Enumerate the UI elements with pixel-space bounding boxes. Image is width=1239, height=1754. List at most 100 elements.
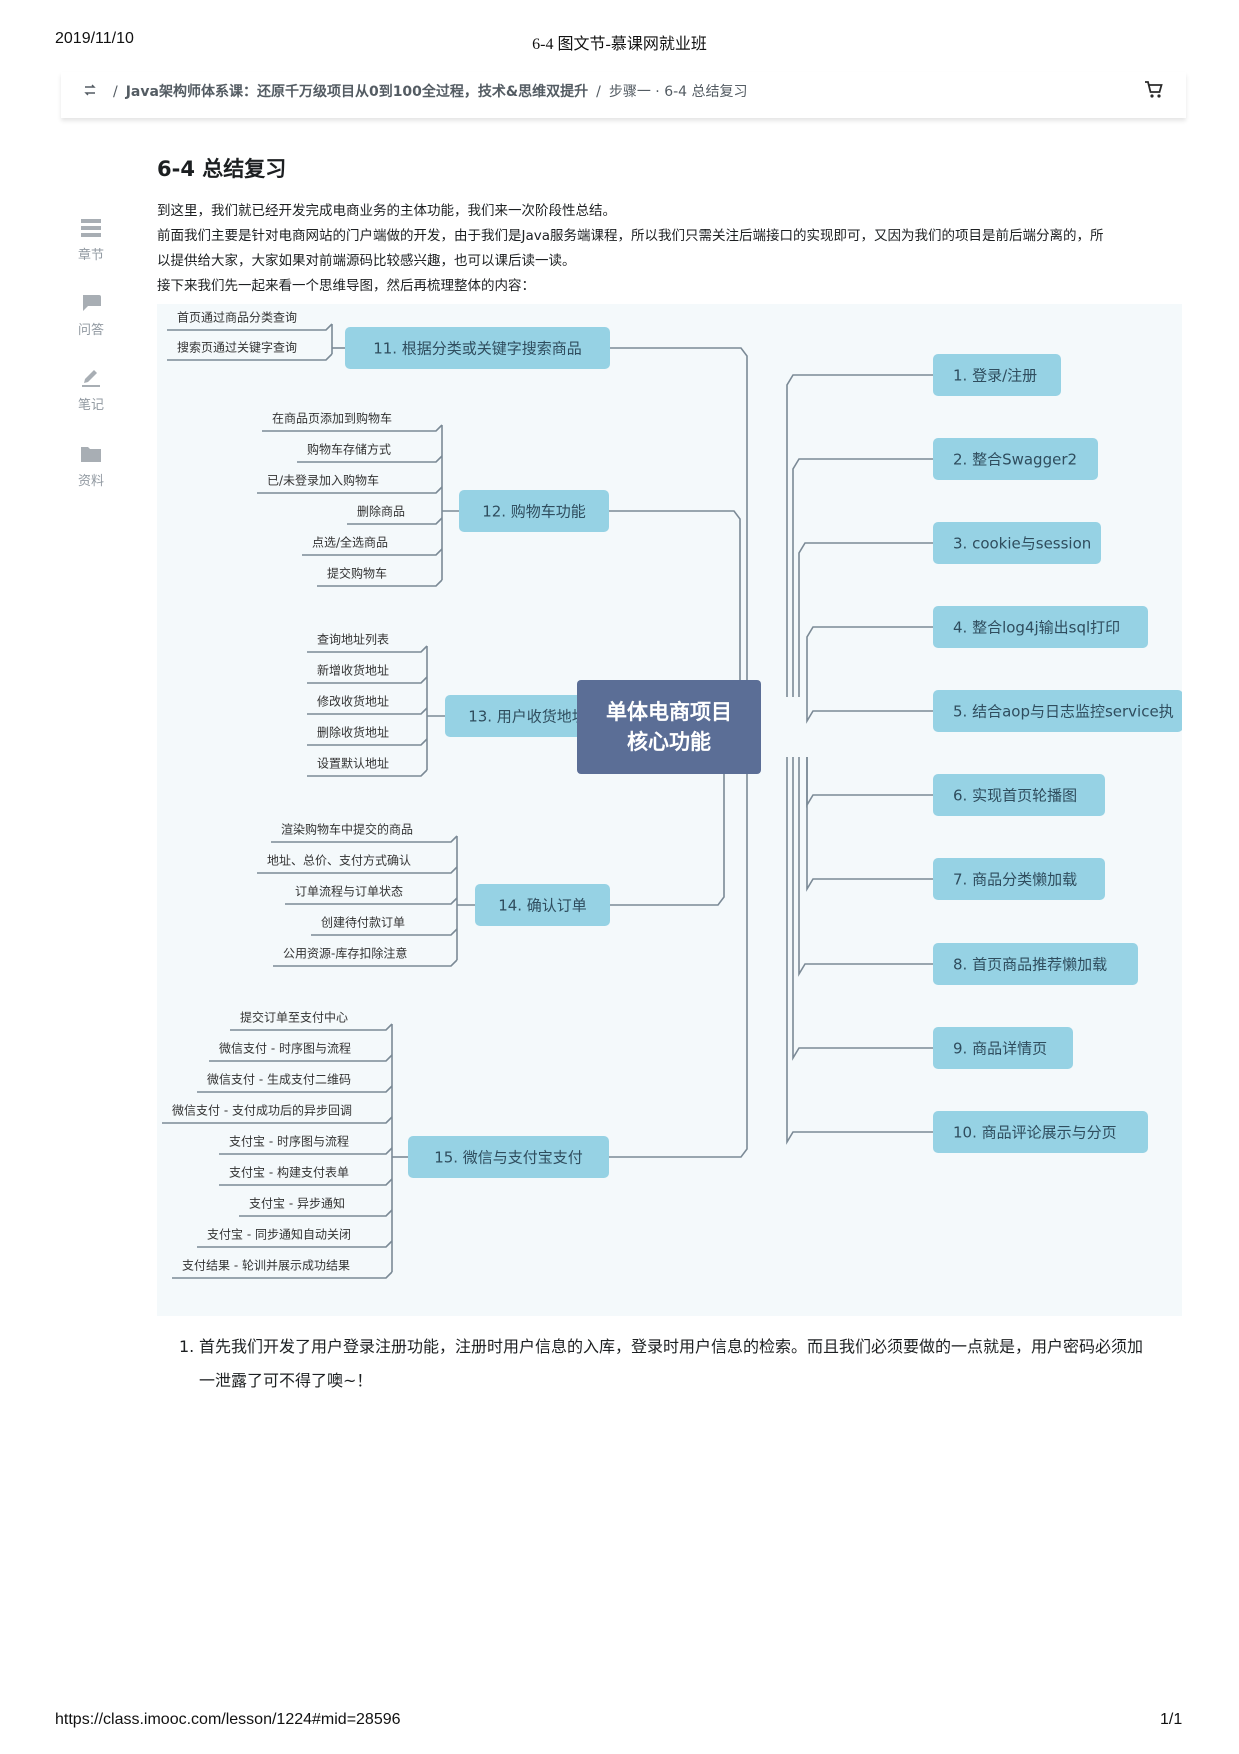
mindmap-node-label: 14. 确认订单 (498, 897, 587, 915)
connector-line (219, 1178, 393, 1186)
mindmap-leaf-label: 渲染购物车中提交的商品 (281, 822, 413, 837)
mindmap-leaf-label: 提交订单至支付中心 (240, 1010, 348, 1025)
connector-line (302, 548, 443, 556)
breadcrumb-separator: / (113, 84, 118, 100)
connector-line (273, 959, 458, 967)
sidebar-item-qa[interactable]: 问答 (68, 293, 114, 338)
connector-line (219, 1147, 393, 1155)
connector-line (806, 697, 933, 724)
connector-line (167, 323, 333, 331)
mindmap-leaf-label: 购物车存储方式 (307, 442, 391, 457)
mindmap-node (445, 695, 610, 737)
connector-line (792, 757, 933, 1061)
connector-line (609, 510, 741, 697)
mindmap-leaf-label: 在商品页添加到购物车 (272, 411, 392, 426)
sidebar-item-notes[interactable]: 笔记 (68, 368, 114, 413)
mindmap-leaf-label: 支付宝 - 异步通知 (249, 1197, 345, 1211)
connector-line (347, 517, 443, 525)
connector-line (806, 757, 933, 808)
swap-icon[interactable] (83, 83, 97, 101)
breadcrumb-step: 步骤一 · 6-4 总结复习 (608, 84, 748, 100)
mindmap-node (933, 943, 1138, 985)
cart-icon[interactable] (1144, 80, 1164, 104)
paragraph: 接下来我们先一起来看一个思维导图，然后再梳理整体的内容： (157, 278, 535, 294)
sidebar-item-chapters[interactable]: 章节 (68, 218, 114, 263)
sidebar-item-label: 问答 (77, 323, 104, 338)
mindmap-leaf-label: 新增收货地址 (317, 663, 389, 678)
mindmap-node (475, 884, 610, 926)
mindmap-node-label: 8. 首页商品推荐懒加载 (953, 956, 1107, 974)
connector-line (806, 626, 933, 697)
connector-line (209, 1054, 393, 1062)
mindmap-leaf-label: 提交购物车 (327, 566, 387, 581)
connector-line (786, 374, 933, 697)
connector-line (798, 757, 933, 977)
mindmap-node-label: 2. 整合Swagger2 (953, 451, 1077, 469)
connector-line (311, 928, 458, 936)
mindmap-node (933, 522, 1101, 564)
connector-line (610, 757, 725, 906)
sidebar-item-label: 资料 (77, 474, 104, 489)
sidebar-item-label: 章节 (77, 248, 104, 263)
mindmap-node (933, 1027, 1073, 1069)
connector-line (792, 458, 933, 697)
mindmap-node (459, 490, 609, 532)
breadcrumb-bar: / Java架构师体系课：还原千万级项目从0到100全过程，技术&思维双提升 / 步骤… (61, 72, 1186, 118)
mindmap-node (933, 774, 1105, 816)
mindmap-node-label: 11. 根据分类或关键字搜索商品 (373, 340, 582, 358)
connector-line (610, 347, 748, 697)
connector-line (317, 579, 443, 587)
mindmap-leaf-label: 首页通过商品分类查询 (177, 310, 297, 325)
mindmap-leaf-label: 已/未登录加入购物车 (267, 473, 379, 488)
mindmap-leaf-label: 支付宝 - 时序图与流程 (229, 1134, 349, 1149)
mindmap-node (933, 606, 1148, 648)
connector-line (798, 542, 933, 697)
connector-line (609, 757, 748, 1158)
connector-line (786, 757, 933, 1145)
mindmap-node (345, 327, 610, 369)
connector-line (307, 707, 428, 715)
connector-line (239, 1209, 393, 1217)
mindmap-node-label: 13. 用户收货地址 (468, 708, 587, 726)
mindmap-node (933, 354, 1061, 396)
breadcrumb: / Java架构师体系课：还原千万级项目从0到100全过程，技术&思维双提升 / 步骤… (83, 81, 748, 101)
mindmap-leaf-label: 点选/全选商品 (312, 535, 388, 550)
mindmap-center-label: 单体电商项目 (606, 700, 732, 724)
breadcrumb-separator: / (596, 84, 601, 100)
sidebar-item-materials[interactable]: 资料 (68, 444, 114, 489)
mindmap-leaf-label: 删除商品 (357, 504, 405, 519)
connector-line (307, 645, 428, 653)
print-page-number: 1/1 (1160, 1711, 1183, 1728)
mindmap-node (933, 690, 1182, 732)
paragraph: 以提供给大家，大家如果对前端源码比较感兴趣，也可以课后读一读。 (157, 253, 576, 269)
mindmap-center-label: 核心功能 (627, 730, 711, 754)
mindmap-leaf-label: 支付宝 - 构建支付表单 (229, 1165, 349, 1180)
print-page-title: 6-4 图文节-慕课网就业班 (532, 36, 707, 53)
mindmap-node-label: 15. 微信与支付宝支付 (434, 1149, 583, 1167)
mindmap-leaf-label: 创建待付款订单 (321, 916, 405, 930)
connector-line (197, 1085, 393, 1093)
mindmap-leaf-label: 查询地址列表 (317, 633, 389, 647)
connector-line (285, 897, 458, 905)
connector-line (172, 1271, 393, 1279)
connector-line (307, 738, 428, 746)
connector-line (230, 1023, 393, 1031)
mindmap-node-label: 1. 登录/注册 (953, 367, 1037, 385)
mindmap-node-label: 6. 实现首页轮播图 (953, 787, 1077, 805)
print-date: 2019/11/10 (55, 30, 134, 47)
chapters-icon (68, 218, 114, 242)
mindmap-node-label: 5. 结合aop与日志监控service执 (953, 703, 1174, 721)
mindmap-leaf-label: 搜索页通过关键字查询 (177, 340, 297, 355)
breadcrumb-course-link[interactable]: Java架构师体系课：还原千万级项目从0到100全过程，技术&思维双提升 (125, 84, 589, 100)
summary-list: 1. 首先我们开发了用户登录注册功能，注册时用户信息的入库，登录时用户信息的检索… (157, 1330, 1182, 1410)
mindmap-center-node (577, 680, 761, 774)
paragraph: 前面我们主要是针对电商网站的门户端做的开发，由于我们是Java服务端课程，所以我… (157, 228, 1104, 244)
mindmap-node-label: 3. cookie与session (953, 535, 1091, 553)
connector-line (307, 769, 428, 777)
mindmap-leaf-label: 微信支付 - 时序图与流程 (219, 1041, 351, 1056)
mindmap-node (408, 1136, 609, 1178)
mindmap-node-label: 9. 商品详情页 (953, 1040, 1047, 1058)
connector-line (262, 424, 443, 432)
connector-line (167, 353, 333, 361)
